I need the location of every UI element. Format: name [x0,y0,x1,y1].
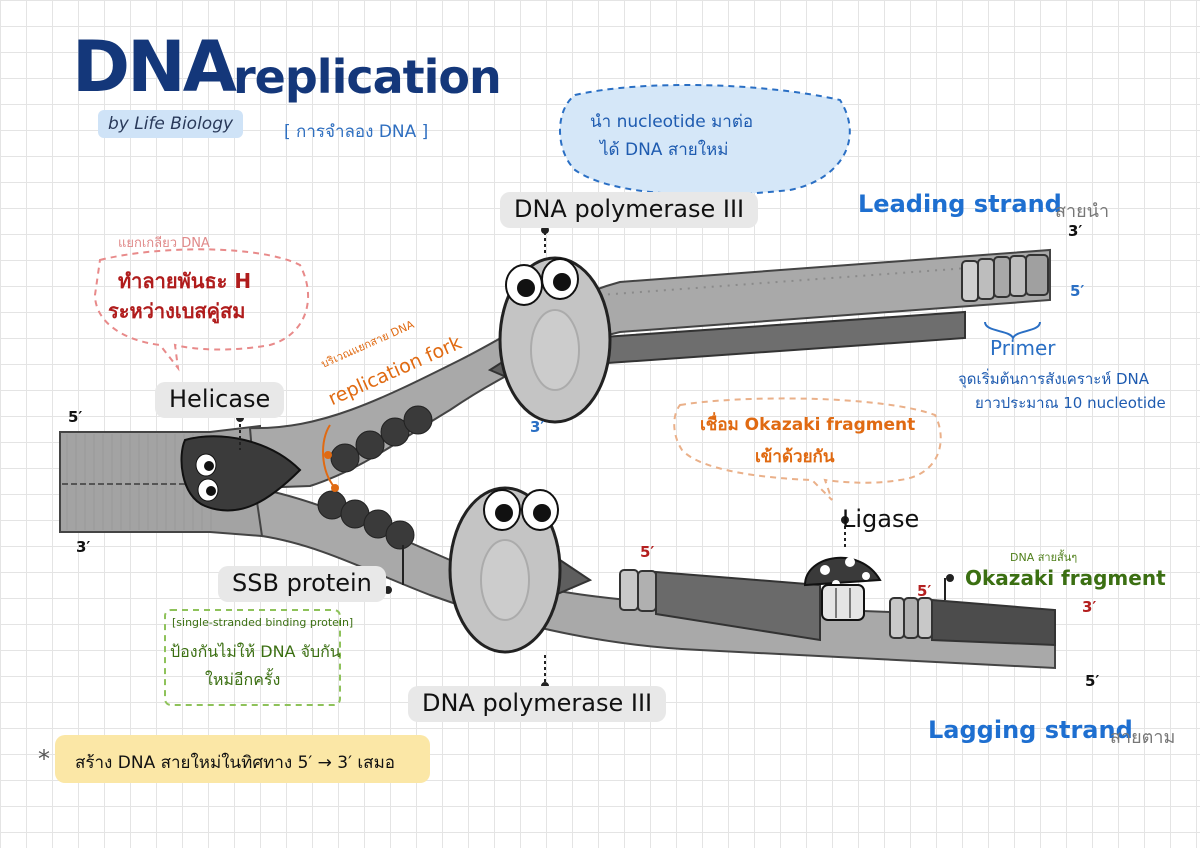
ssb-note-2: ใหม่อีกครั้ง [205,670,281,689]
helicase-note-1: ทำลายพันธะ H [118,269,252,293]
footer-note: สร้าง DNA สายใหม่ในทิศทาง 5′ → 3′ เสมอ [75,753,395,773]
primer-brace [984,321,1041,341]
end-polymerase-top: 3′ [530,418,545,436]
fork-pointer [322,424,339,492]
end-left-top: 5′ [68,408,83,426]
ligase-note-2: เข้าด้วยกัน [755,447,835,467]
ssb-note-1: ป้องกันไม่ให้ DNA จับกัน [170,642,341,661]
polymerase-note-bubble [559,84,851,196]
ssb-beads [317,405,433,550]
okazaki-label: Okazaki fragment [965,566,1166,590]
leading-primer [961,254,1049,302]
end-lagging-5: 5′ [640,543,655,561]
polymerase-bottom [448,486,562,654]
end-leading-top: 3′ [1068,222,1083,240]
ssb-label: SSB protein [218,566,386,602]
end-left-bottom: 3′ [76,538,91,556]
footer-box [55,735,430,783]
ssb-note-box [164,609,341,706]
end-leading-bottom: 5′ [1070,282,1085,300]
lagging-strand-label: Lagging strand [928,716,1133,744]
helicase-small-note: แยกเกลียว DNA [118,236,210,251]
helicase-shape [180,435,302,512]
okazaki-small-note: DNA สายสั้นๆ [1010,551,1078,564]
dna-polymerase-bottom-label: DNA polymerase III [408,686,667,722]
helicase-label: Helicase [155,382,285,418]
primer-label: Primer [990,336,1056,360]
ssb-full-name: [single-stranded binding protein] [172,616,354,629]
primer-note-1: จุดเริ่มต้นการสังเคราะห์ DNA [958,370,1150,388]
helicase-note-2: ระหว่างเบสคู่สม [108,299,246,323]
polymerase-top [498,256,612,424]
dna-polymerase-top-label: DNA polymerase III [500,192,759,228]
footer-star: * [38,745,50,773]
ligase-note-1: เชื่อม Okazaki fragment [700,415,916,435]
polymerase-note-1: นำ nucleotide มาต่อ [590,112,754,132]
polymerase-note-2: ได้ DNA สายใหม่ [600,140,729,160]
ligase-shape [803,556,882,621]
end-lagging-bottom-5: 5′ [1085,672,1100,690]
thai-subtitle: [ การจำลอง DNA ] [284,122,429,142]
leading-thai-label: สายนำ [1055,201,1110,222]
end-lagging-top-3: 3′ [1082,598,1097,616]
end-lagging-fragment-5: 5′ [917,582,932,600]
leading-strand-label: Leading strand [858,190,1062,218]
byline: by Life Biology [98,110,244,138]
lagging-thai-label: สายตาม [1110,727,1176,748]
title-replication: replication [233,50,502,104]
primer-note-2: ยาวประมาณ 10 nucleotide [975,394,1166,412]
helicase-note-bubble [93,248,309,372]
title-dna: DNA [72,26,237,108]
ligase-label: Ligase [842,505,920,533]
